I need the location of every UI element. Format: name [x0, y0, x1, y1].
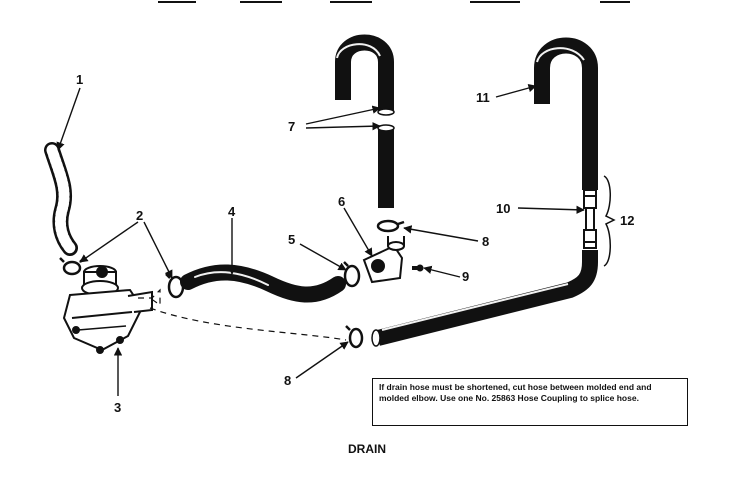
- leader-lines: [56, 83, 585, 396]
- callout-5: 5: [288, 232, 295, 247]
- diagram-caption: DRAIN: [348, 442, 386, 456]
- part-3-pump: [62, 265, 153, 354]
- callout-12: 12: [620, 213, 634, 228]
- callout-9: 9: [462, 269, 469, 284]
- part-1-corrugated-hose: [44, 142, 78, 256]
- callout-3: 3: [114, 400, 121, 415]
- part-8-clamp-upper: [376, 219, 405, 233]
- part-2-clamp-right: [165, 273, 185, 299]
- callout-10: 10: [496, 201, 510, 216]
- callout-4: 4: [228, 204, 236, 219]
- callout-2: 2: [136, 208, 143, 223]
- part-6-elbow: [362, 236, 405, 284]
- part-4-hose: [180, 264, 346, 303]
- shortening-note: If drain hose must be shortened, cut hos…: [372, 378, 688, 426]
- callout-8-lower: 8: [284, 373, 291, 388]
- part-9-screw: [412, 264, 424, 272]
- callout-8-upper: 8: [482, 234, 489, 249]
- callout-1: 1: [76, 72, 83, 87]
- part-5-clamp: [343, 261, 361, 288]
- callout-6: 6: [338, 194, 345, 209]
- dashed-guide-lines: [138, 288, 347, 341]
- part-12-bracket: [603, 175, 616, 267]
- part-2-clamp-left: [59, 257, 85, 276]
- part-11-12-drain-hose: [371, 37, 598, 347]
- callout-7: 7: [288, 119, 295, 134]
- part-7-j-hose: [335, 34, 395, 208]
- callout-11: 11: [476, 90, 490, 105]
- part-8-clamp-lower: [345, 325, 364, 349]
- callout-labels: 1 2 3 4 5 6 7 8 9 10 11 12 8: [76, 72, 634, 415]
- part-10-coupling: [583, 189, 597, 249]
